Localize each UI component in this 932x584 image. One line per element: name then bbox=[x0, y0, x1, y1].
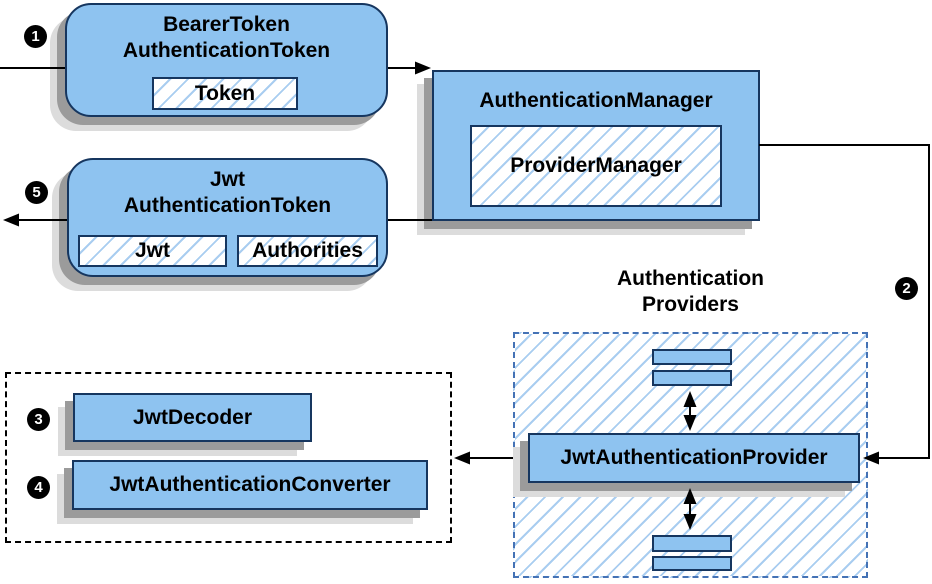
provider-manager-chip: ProviderManager bbox=[470, 125, 722, 207]
bearer-token-box-title: BearerToken AuthenticationToken bbox=[67, 12, 386, 64]
authorities-chip-label: Authorities bbox=[252, 239, 363, 262]
authentication-providers-heading-line1: Authentication bbox=[617, 267, 764, 290]
arrowhead-right-icon bbox=[415, 61, 431, 75]
step-2-badge: 2 bbox=[895, 277, 918, 300]
step-4-badge: 4 bbox=[27, 476, 50, 499]
token-chip-label: Token bbox=[194, 81, 256, 105]
authentication-providers-heading: Authentication Providers bbox=[513, 266, 868, 318]
bearer-token-box-title-line1: BearerToken bbox=[163, 13, 290, 36]
arrowhead-left-icon bbox=[3, 213, 19, 227]
token-chip: Token bbox=[152, 77, 298, 110]
authentication-manager-title: AuthenticationManager bbox=[479, 89, 713, 112]
jwt-chip: Jwt bbox=[78, 235, 227, 267]
jwt-authentication-converter-label: JwtAuthenticationConverter bbox=[109, 473, 391, 496]
jwt-decoder-converter-group-frame bbox=[5, 372, 452, 543]
jwt-chip-label: Jwt bbox=[134, 239, 170, 262]
jwt-authentication-converter-box: JwtAuthenticationConverter bbox=[72, 460, 428, 510]
authentication-manager-box: AuthenticationManager ProviderManager bbox=[432, 70, 760, 221]
authentication-providers-heading-line2: Providers bbox=[642, 293, 739, 316]
bearer-token-box-title-line2: AuthenticationToken bbox=[122, 39, 331, 62]
bearer-token-authentication-token-box: BearerToken AuthenticationToken Token bbox=[65, 3, 388, 117]
authorities-chip: Authorities bbox=[237, 235, 378, 267]
jwt-token-box-title: Jwt AuthenticationToken bbox=[69, 167, 386, 219]
jwt-token-box-title-line2: AuthenticationToken bbox=[123, 194, 332, 217]
provider-placeholder-bar bbox=[652, 556, 732, 571]
jwt-token-box-title-line1: Jwt bbox=[209, 168, 245, 191]
jwt-authentication-token-box: Jwt AuthenticationToken Jwt Authorities bbox=[67, 158, 388, 277]
provider-placeholder-bar bbox=[652, 370, 732, 386]
step-1-badge: 1 bbox=[24, 25, 47, 48]
jwt-authentication-provider-box: JwtAuthenticationProvider bbox=[528, 433, 860, 483]
jwt-authentication-provider-label: JwtAuthenticationProvider bbox=[560, 446, 828, 469]
provider-placeholder-bar bbox=[652, 349, 732, 365]
jwt-decoder-box: JwtDecoder bbox=[73, 393, 312, 442]
provider-placeholder-bar bbox=[652, 535, 732, 552]
jwt-decoder-label: JwtDecoder bbox=[132, 405, 253, 429]
step-5-badge: 5 bbox=[25, 181, 48, 204]
step-3-badge: 3 bbox=[27, 408, 50, 431]
arrowhead-left-icon bbox=[454, 451, 470, 465]
provider-manager-chip-label: ProviderManager bbox=[510, 154, 682, 177]
